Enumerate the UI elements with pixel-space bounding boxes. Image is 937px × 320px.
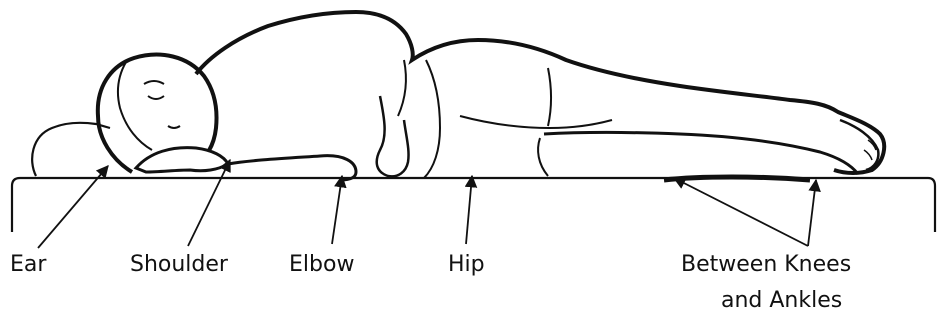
- hip-label: Hip: [448, 252, 485, 278]
- knees-label: Between Knees: [681, 252, 851, 278]
- elbow-pointer-arrow: [332, 176, 342, 244]
- hand-under-head: [136, 148, 228, 172]
- eyebrow: [144, 81, 164, 84]
- elbow-label: Elbow: [289, 252, 354, 278]
- arm-crease: [398, 60, 406, 116]
- lower-leg: [544, 133, 858, 175]
- thigh-line: [460, 116, 612, 128]
- ear-label: Ear: [10, 252, 46, 278]
- mattress-outline: [12, 178, 935, 232]
- ankles-pointer-arrow: [808, 180, 816, 246]
- hip-pointer-arrow: [466, 176, 472, 244]
- face-outline: [118, 62, 152, 150]
- forearm: [377, 96, 409, 176]
- shoulder-pointer-arrow: [188, 160, 230, 246]
- ankles-label: and Ankles: [721, 288, 842, 314]
- hip-curve: [424, 60, 440, 178]
- closed-eye: [148, 96, 164, 99]
- mouth: [168, 126, 180, 128]
- knee-ankle-cushion: [664, 177, 810, 180]
- shoulder-label: Shoulder: [130, 252, 228, 278]
- knees-pointer-arrow: [674, 178, 808, 246]
- upper-arm: [228, 156, 356, 180]
- body-outline: [196, 12, 884, 173]
- knee-line: [548, 68, 551, 126]
- lower-leg-under: [538, 138, 548, 176]
